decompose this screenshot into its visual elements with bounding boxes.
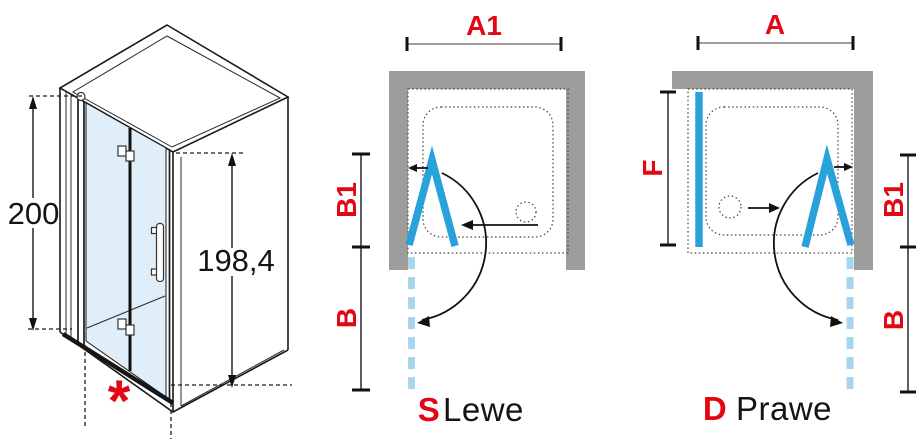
- tray-edge-through-glass: [86, 295, 166, 329]
- plan-left-figure: A1 B1: [331, 10, 585, 428]
- caption-left: S Lewe: [418, 391, 524, 428]
- height-inner-label: 198,4: [197, 243, 275, 278]
- width-ref-lines: [84, 345, 172, 439]
- caption-letter: S: [418, 391, 441, 428]
- dim-a: A: [696, 9, 855, 50]
- drain: [718, 195, 742, 219]
- caption-word: Prawe: [736, 390, 832, 427]
- caption-word: Lewe: [443, 391, 524, 428]
- door-handle: [150, 222, 165, 283]
- drain: [515, 201, 537, 223]
- folding-door-panels: [801, 144, 855, 248]
- width-asterisk: *: [108, 369, 131, 434]
- dim-a-label: A: [765, 9, 785, 40]
- shower-box-outline: [58, 24, 290, 413]
- door-swing-arc: [773, 172, 843, 327]
- dim-a1: A1: [405, 10, 563, 51]
- caption-right: D Prawe: [703, 390, 832, 427]
- hinge-top: [117, 145, 135, 162]
- floor-track: [61, 332, 175, 405]
- shower-tray: [705, 106, 839, 236]
- plan-right-figure: A F: [637, 9, 916, 427]
- dim-f: F: [637, 90, 676, 247]
- dim-height-outer: 200: [8, 95, 84, 331]
- enclosure-footprint: [687, 88, 853, 254]
- walls: [389, 71, 585, 270]
- dim-b1-label: B1: [878, 182, 909, 218]
- height-outer-label: 200: [8, 196, 60, 231]
- dim-f-label: F: [637, 159, 668, 176]
- dim-height-inner: 198,4: [171, 152, 292, 388]
- dim-a1-label: A1: [466, 10, 502, 41]
- dim-b1-b: B1 B: [331, 152, 370, 392]
- walls: [672, 71, 873, 270]
- iso-view-figure: 200 198,4 *: [8, 24, 292, 439]
- dim-b-label: B: [331, 308, 362, 328]
- dim-b-label: B: [878, 310, 909, 330]
- fold-direction-arrow: [834, 163, 853, 171]
- folding-door-panels: [405, 145, 459, 247]
- hinge-bottom: [117, 318, 135, 336]
- dim-b1-b: B1 B: [878, 153, 916, 394]
- entry-direction-arrow: [461, 220, 538, 230]
- shower-tray: [422, 106, 554, 238]
- entry-direction-arrow: [748, 203, 780, 213]
- fold-direction-arrow: [408, 164, 428, 172]
- dim-b1-label: B1: [331, 182, 362, 218]
- door-swing-arc: [417, 172, 487, 327]
- enclosure-footprint: [407, 88, 569, 254]
- caption-letter: D: [703, 390, 727, 427]
